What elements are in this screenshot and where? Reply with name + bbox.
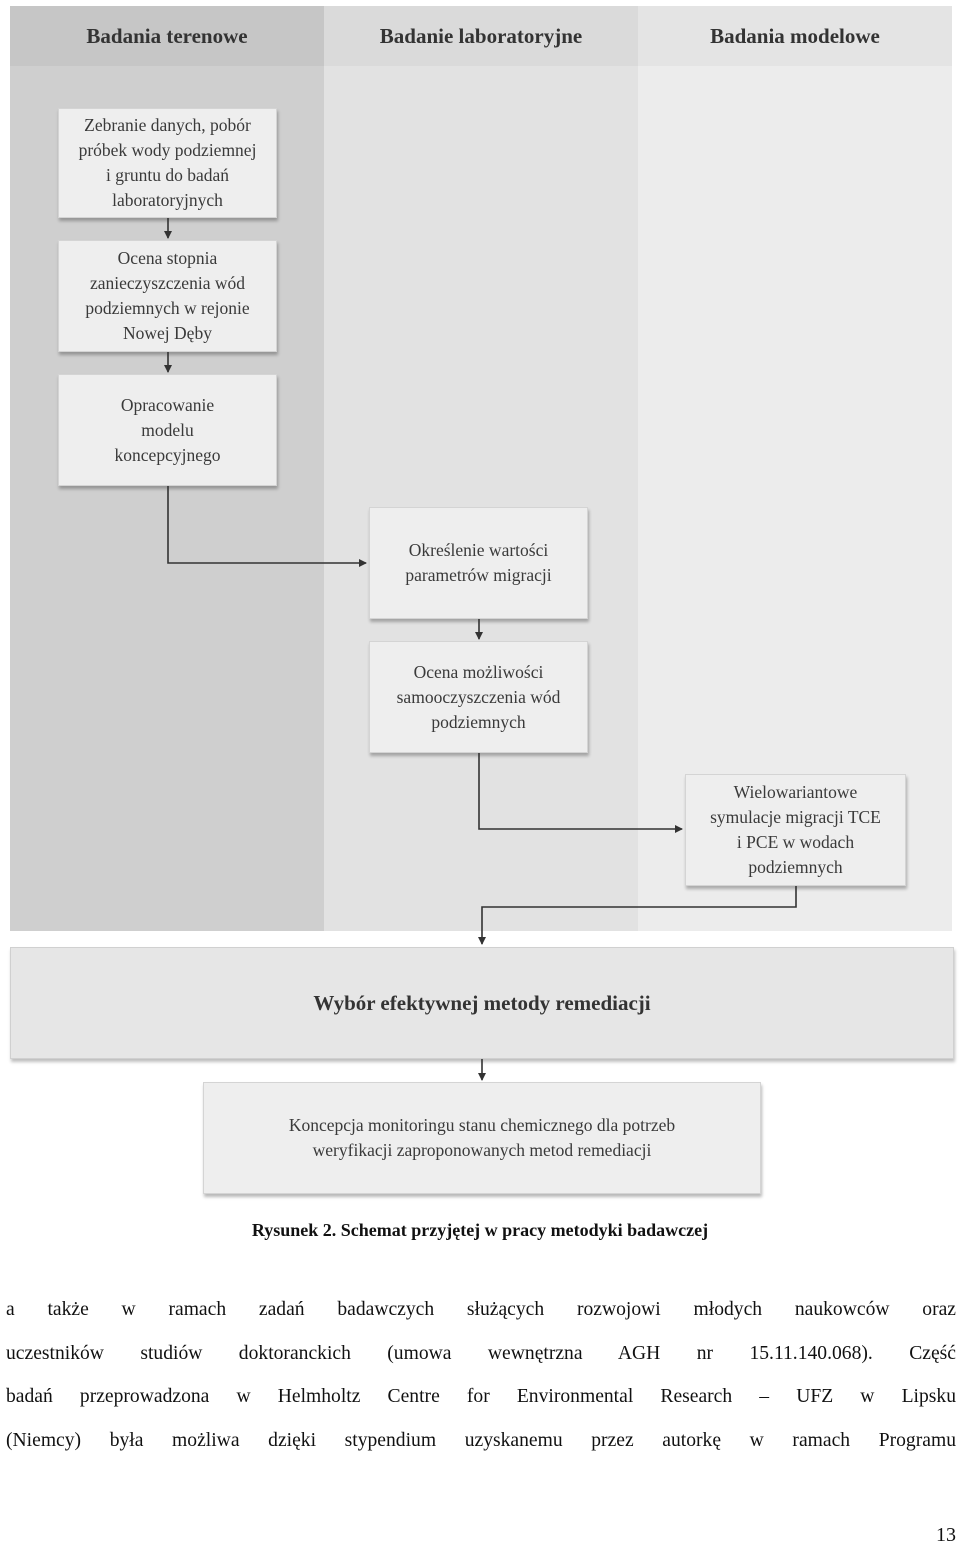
column-header-field: Badania terenowe xyxy=(10,6,324,66)
paragraph-line: (Niemcy) była możliwa dzięki stypendium … xyxy=(6,1429,956,1451)
paragraph-line: uczestników studiów doktoranckich (umowa… xyxy=(6,1342,956,1364)
box-contamination-assessment: Ocena stopnia zanieczyszczenia wód podzi… xyxy=(58,240,277,352)
remediation-method-band: Wybór efektywnej metody remediacji xyxy=(10,947,954,1059)
body-paragraph: a także w ramach zadań badawczych służąc… xyxy=(6,1288,956,1462)
arrow-6 xyxy=(478,886,797,945)
paragraph-line: badań przeprowadzona w Helmholtz Centre … xyxy=(6,1386,956,1407)
page-number: 13 xyxy=(936,1524,956,1546)
box-migration-parameters-text: Określenie wartości parametrów migracji xyxy=(405,540,552,585)
box-migration-simulations: Wielowariantowe symulacje migracji TCE i… xyxy=(685,774,906,886)
figure-caption: Rysunek 2. Schemat przyjętej w pracy met… xyxy=(251,1220,709,1240)
column-header-model: Badania modelowe xyxy=(638,6,952,66)
box-self-purification-text: Ocena możliwości samooczyszczenia wód po… xyxy=(396,661,561,732)
column-header-lab: Badanie laboratoryjne xyxy=(324,6,638,66)
arrow-3 xyxy=(167,486,367,567)
box-monitoring-concept: Koncepcja monitoringu stanu chemicznego … xyxy=(203,1082,761,1194)
arrow-5 xyxy=(478,753,683,833)
box-conceptual-model-text: Opracowanie modelu koncepcyjnego xyxy=(114,394,221,465)
box-contamination-assessment-text: Ocena stopnia zanieczyszczenia wód podzi… xyxy=(85,248,250,343)
column-lab-research xyxy=(324,6,638,931)
paragraph-line: a także w ramach zadań badawczych służąc… xyxy=(6,1299,956,1320)
box-data-collection-text: Zebranie danych, pobór próbek wody podzi… xyxy=(78,115,257,210)
diagram-arrows xyxy=(164,218,797,1081)
box-migration-simulations-text: Wielowariantowe symulacje migracji TCE i… xyxy=(710,782,881,877)
box-migration-parameters: Określenie wartości parametrów migracji xyxy=(369,507,588,619)
box-data-collection: Zebranie danych, pobór próbek wody podzi… xyxy=(58,108,277,218)
box-monitoring-concept-text: Koncepcja monitoringu stanu chemicznego … xyxy=(288,1115,676,1160)
box-self-purification: Ocena możliwości samooczyszczenia wód po… xyxy=(369,641,588,753)
box-conceptual-model: Opracowanie modelu koncepcyjnego xyxy=(58,374,277,486)
